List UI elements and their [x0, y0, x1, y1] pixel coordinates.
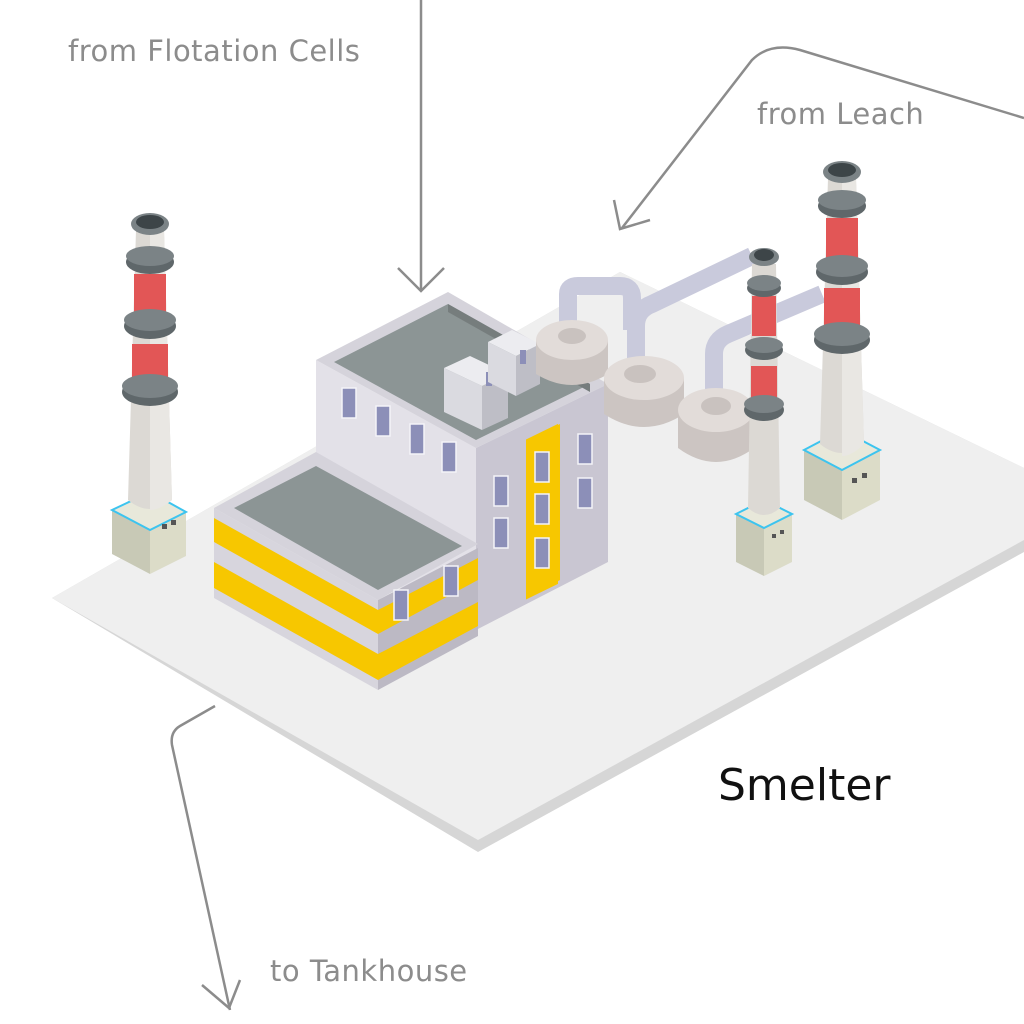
- smokestack-left: [109, 213, 189, 574]
- flow-arrow-from-flotation: [397, 0, 445, 293]
- furnace-units: [536, 247, 826, 462]
- annex-building: [214, 452, 478, 690]
- label-from-flotation-cells: from Flotation Cells: [68, 34, 361, 68]
- smokestack-middle: [733, 248, 795, 576]
- label-to-tankhouse: to Tankhouse: [270, 954, 468, 988]
- smelter-title: Smelter: [718, 760, 891, 811]
- flow-arrow-to-tankhouse: [170, 704, 242, 1011]
- label-from-leach: from Leach: [757, 97, 925, 131]
- smokestack-right: [801, 161, 883, 520]
- flow-arrow-from-leach: [612, 46, 1024, 231]
